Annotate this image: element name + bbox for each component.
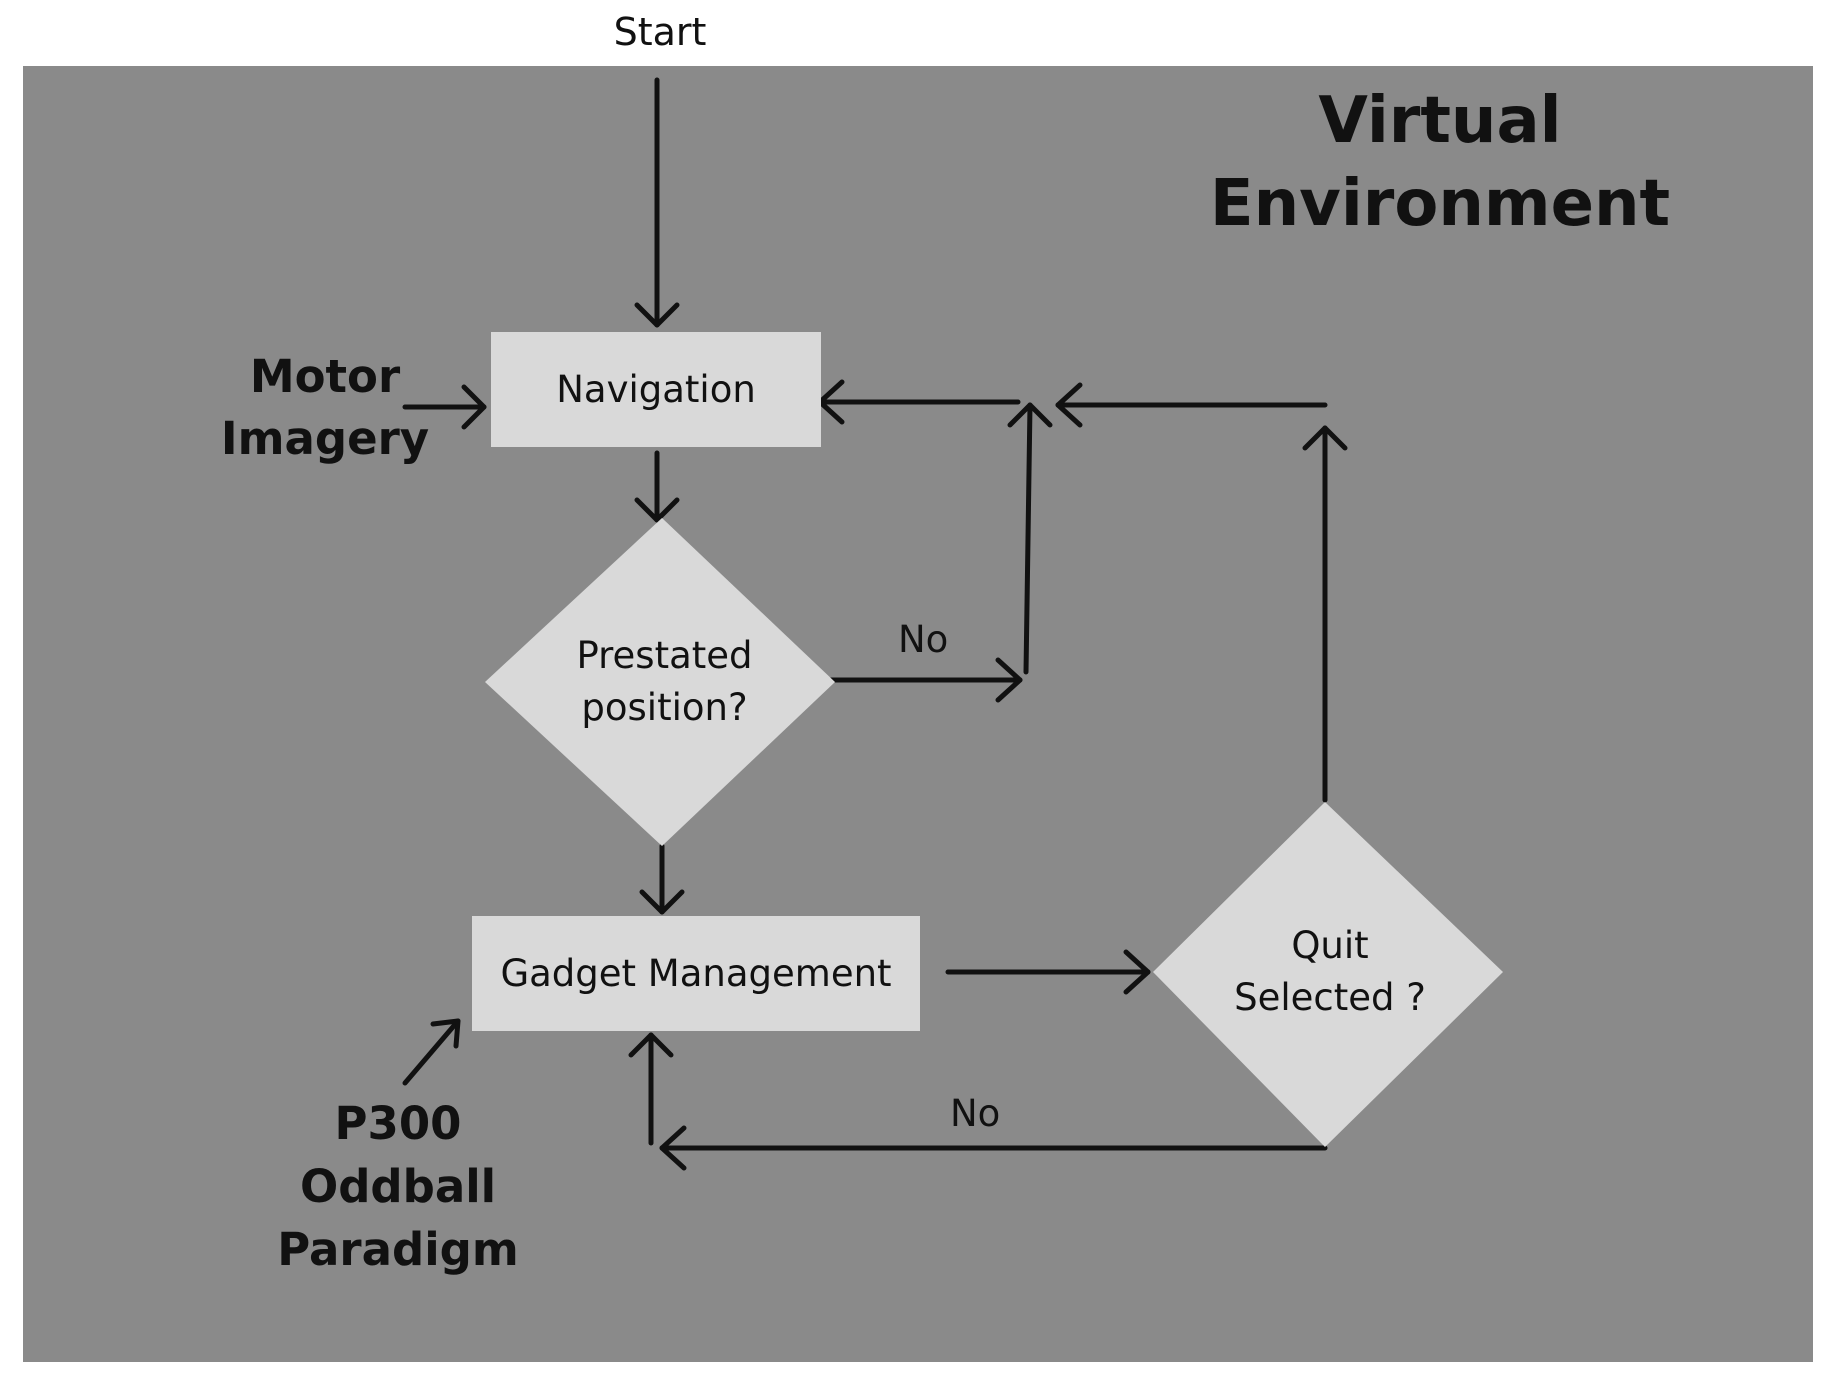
prestated-line-2: position? xyxy=(581,686,748,729)
gadget-management-label: Gadget Management xyxy=(500,952,892,995)
arrow-p300 xyxy=(402,1018,461,1086)
start-label: Start xyxy=(613,10,707,54)
motor-imagery-line-1: Motor xyxy=(249,350,401,403)
p300-line-1: P300 xyxy=(334,1097,462,1150)
environment-title-line-2: Environment xyxy=(1209,167,1671,242)
motor-imagery-line-2: Imagery xyxy=(220,412,430,466)
quit-diamond xyxy=(1153,802,1503,1147)
prestated-question: Prestated position? xyxy=(522,612,807,752)
quit-no-label: No xyxy=(950,1092,1001,1135)
prestated-diamond xyxy=(485,518,835,846)
navigation-node: Navigation xyxy=(491,332,821,447)
prestated-no-label: No xyxy=(898,618,949,661)
gadget-management-node: Gadget Management xyxy=(472,916,920,1031)
environment-title-line-1: Virtual xyxy=(1318,84,1562,158)
prestated-line-1: Prestated xyxy=(576,634,753,678)
environment-title: Virtual Environment xyxy=(1170,80,1710,246)
motor-imagery-label: Motor Imagery xyxy=(220,346,430,470)
arrow-loop-up-to-navigation xyxy=(1023,402,1033,675)
quit-question: Quit Selected ? xyxy=(1195,902,1465,1042)
navigation-label: Navigation xyxy=(556,368,756,411)
p300-line-2: Oddball xyxy=(299,1160,497,1213)
quit-line-2: Selected ? xyxy=(1234,976,1426,1019)
p300-oddball-label: P300 Oddball Paradigm xyxy=(268,1092,528,1281)
quit-line-1: Quit xyxy=(1291,924,1369,968)
p300-line-3: Paradigm xyxy=(277,1223,519,1276)
